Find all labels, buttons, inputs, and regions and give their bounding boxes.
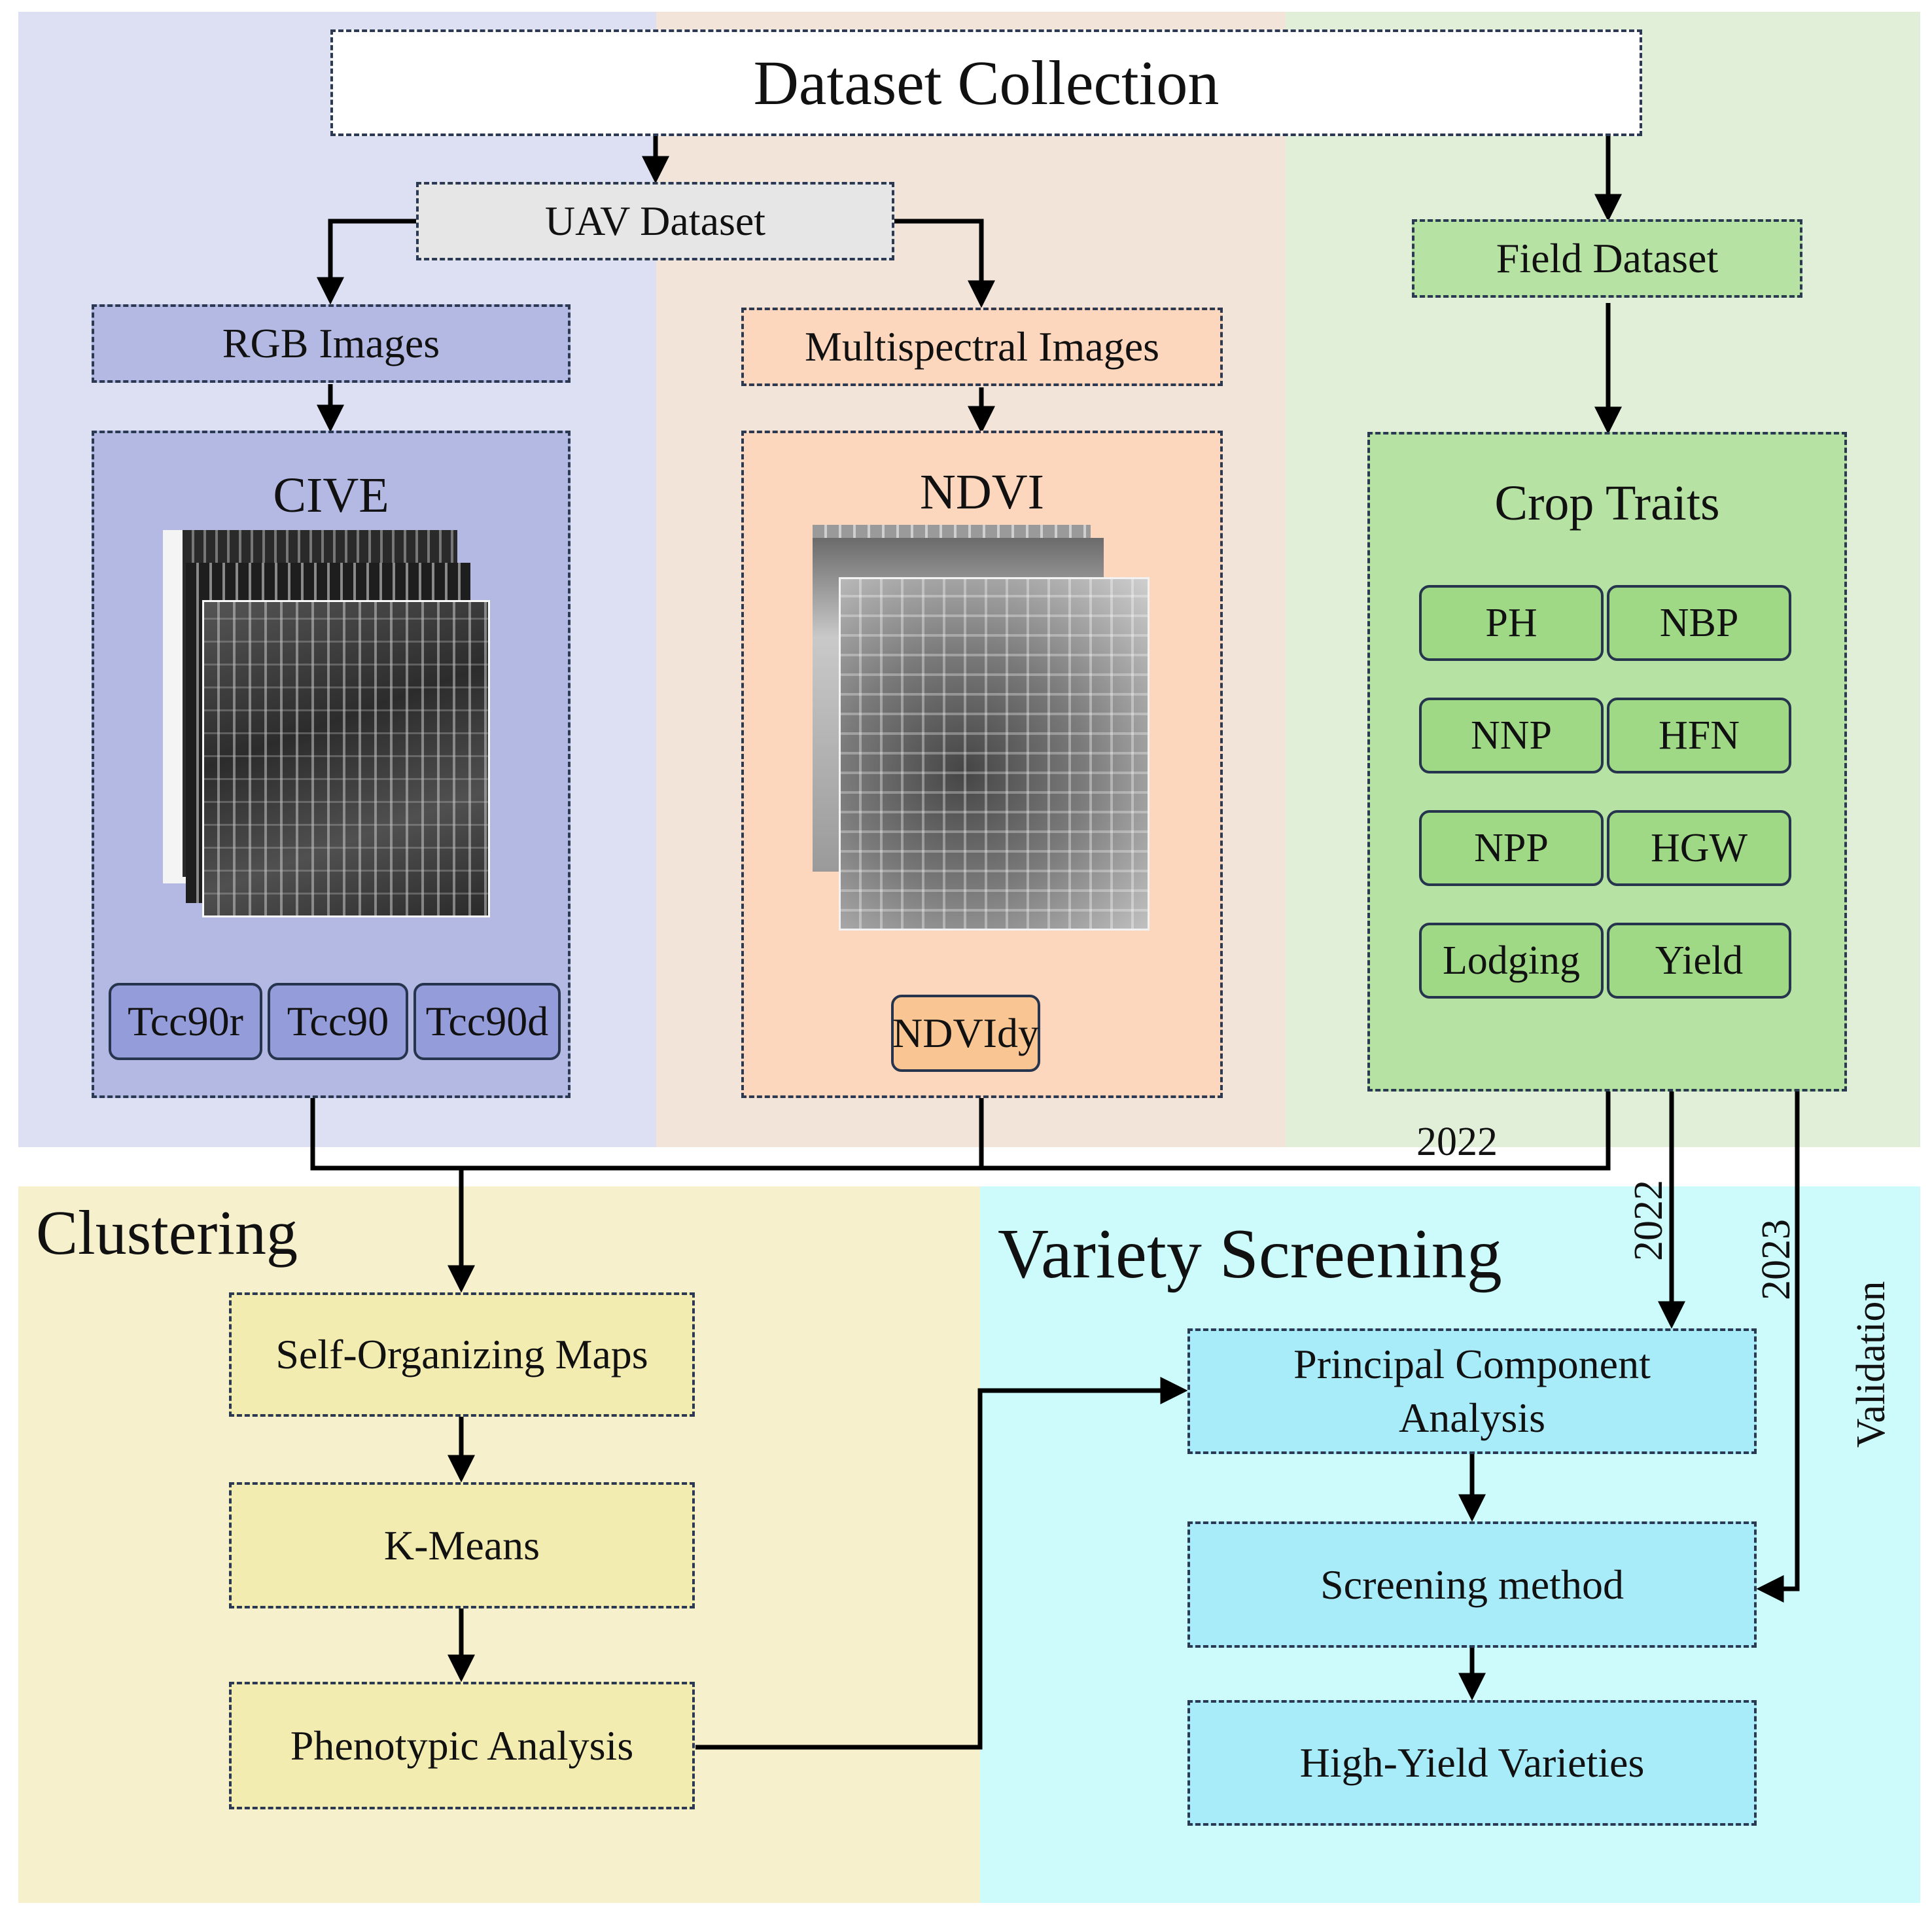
screening-method-box: Screening method	[1187, 1521, 1757, 1648]
trait-pill-lodging: Lodging	[1419, 923, 1604, 999]
trait-pill-nnp: NNP	[1419, 698, 1604, 773]
cive-title: CIVE	[273, 467, 389, 523]
cive-image-layer-front	[202, 600, 490, 917]
phenotypic-analysis-box: Phenotypic Analysis	[229, 1682, 695, 1809]
index-pill-tcc90d: Tcc90d	[413, 983, 561, 1060]
label-validation-vertical: Validation	[1848, 1281, 1893, 1448]
clustering-title: Clustering	[36, 1198, 298, 1268]
trait-pill-hfn: HFN	[1607, 698, 1791, 773]
rgb-images-label: RGB Images	[222, 320, 440, 366]
index-pill-tcc90: Tcc90	[268, 983, 408, 1060]
dataset-collection-box: Dataset Collection	[330, 29, 1642, 136]
crop-traits-title: Crop Traits	[1494, 475, 1720, 531]
multispectral-images-box: Multispectral Images	[741, 308, 1223, 386]
variety-screening-title: Variety Screening	[998, 1215, 1502, 1293]
ndvi-image-layer-front	[839, 577, 1150, 931]
uav-dataset-label: UAV Dataset	[544, 198, 766, 244]
trait-pill-nbp: NBP	[1607, 585, 1791, 661]
label-2022-horizontal: 2022	[1416, 1120, 1498, 1164]
trait-pill-ph: PH	[1419, 585, 1604, 661]
trait-pill-npp: NPP	[1419, 810, 1604, 886]
index-pill-ndvidy: NDVIdy	[891, 995, 1040, 1072]
label-2023-vertical: 2023	[1753, 1219, 1799, 1300]
uav-dataset-box: UAV Dataset	[416, 182, 894, 260]
field-dataset-label: Field Dataset	[1496, 235, 1719, 281]
k-means-box: K-Means	[229, 1482, 695, 1608]
pca-box: Principal Component Analysis	[1187, 1328, 1757, 1454]
self-organizing-maps-box: Self-Organizing Maps	[229, 1292, 695, 1417]
label-2022-vertical: 2022	[1626, 1180, 1671, 1261]
ndvi-title: NDVI	[920, 464, 1044, 520]
trait-pill-hgw: HGW	[1607, 810, 1791, 886]
field-dataset-box: Field Dataset	[1412, 219, 1802, 298]
cive-panel: CIVE Tcc90r Tcc90 Tcc90d	[92, 431, 571, 1098]
dataset-collection-title: Dataset Collection	[753, 48, 1220, 118]
ndvi-panel: NDVI NDVIdy	[741, 431, 1223, 1098]
multispectral-images-label: Multispectral Images	[804, 323, 1160, 370]
rgb-images-box: RGB Images	[92, 304, 571, 383]
high-yield-varieties-box: High-Yield Varieties	[1187, 1700, 1757, 1826]
index-pill-tcc90r: Tcc90r	[109, 983, 262, 1060]
trait-pill-yield: Yield	[1607, 923, 1791, 999]
crop-traits-panel: Crop Traits PH NBP NNP HFN NPP HGW Lodgi…	[1367, 432, 1847, 1092]
